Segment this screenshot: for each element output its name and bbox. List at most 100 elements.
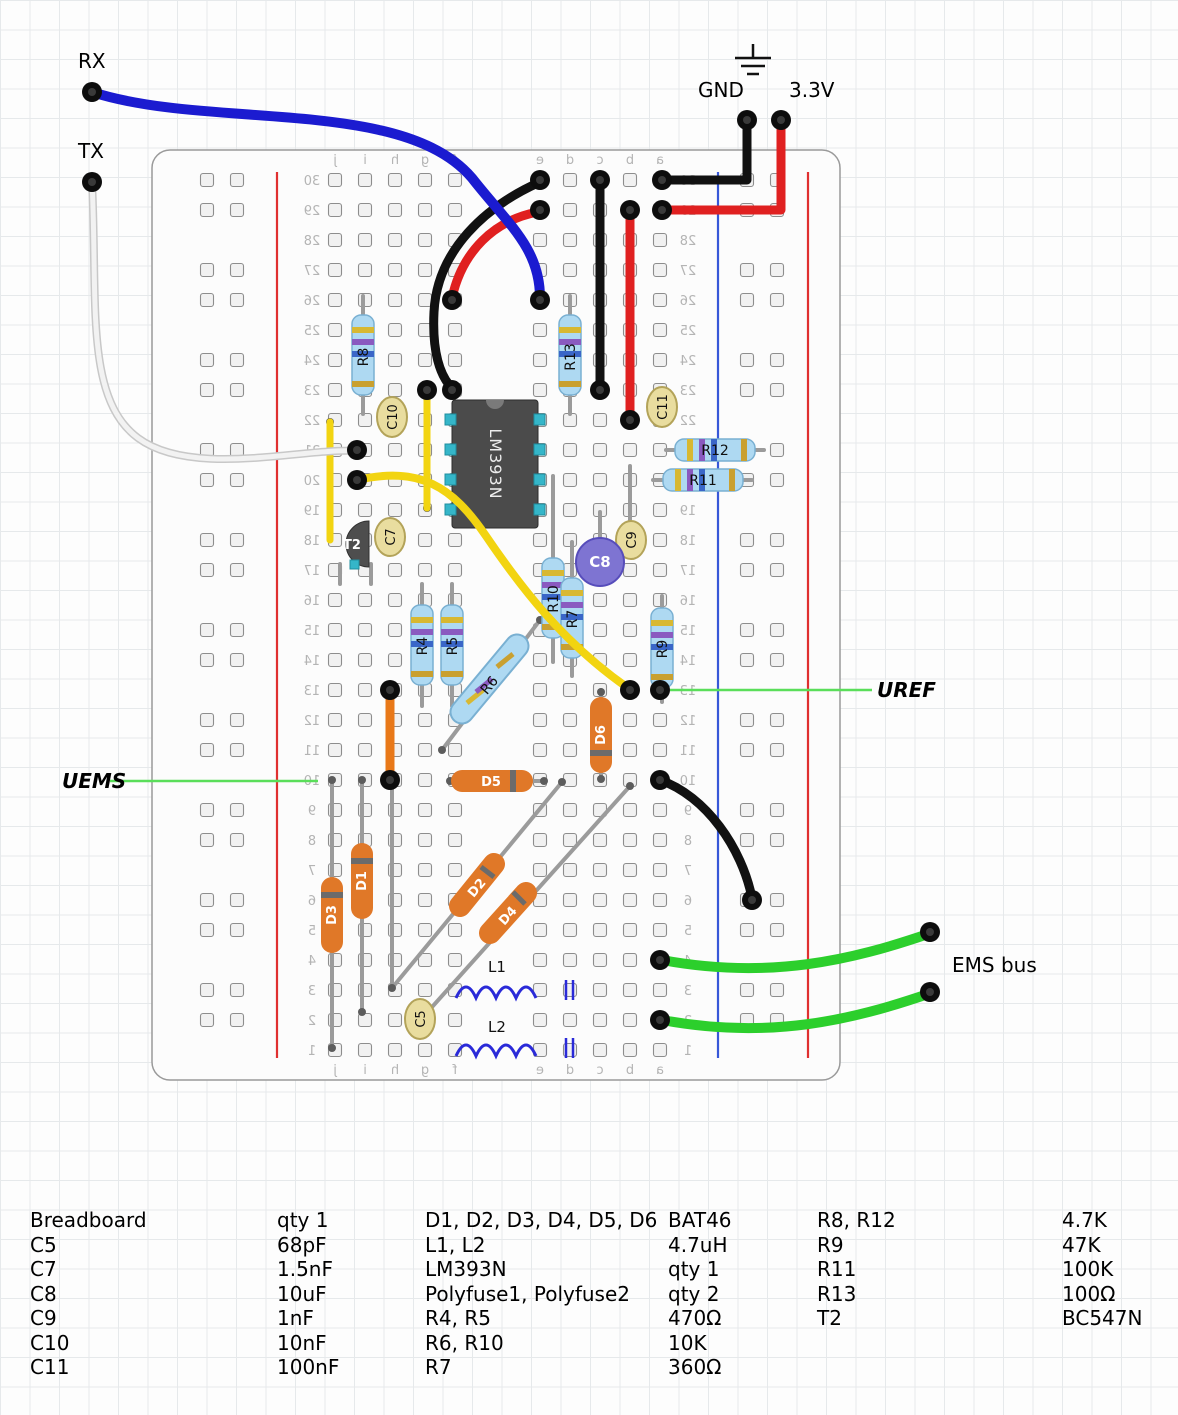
components: T2 LM393N R8 R13 R12 — [321, 314, 756, 1060]
bom-cell: qty 1 — [277, 1208, 329, 1232]
transistor-t2: T2 — [343, 520, 370, 570]
bom-cell: qty 2 — [668, 1281, 720, 1306]
svg-text:D5: D5 — [481, 775, 501, 790]
label-rx: RX — [78, 49, 106, 73]
diode-d5: D5 — [451, 770, 533, 792]
bom-cell: C10 — [30, 1330, 70, 1355]
svg-text:8: 8 — [308, 834, 316, 849]
bom-cell: D1, D2, D3, D4, D5, D6 — [425, 1208, 658, 1232]
svg-text:8: 8 — [684, 834, 692, 849]
capacitor-c8: C8 — [575, 537, 625, 587]
svg-text:2: 2 — [308, 1014, 316, 1029]
svg-text:d: d — [566, 1063, 574, 1078]
svg-text:12: 12 — [304, 714, 321, 729]
green-wire-ems2 — [657, 989, 933, 1034]
svg-text:1: 1 — [684, 1044, 692, 1059]
svg-text:D1: D1 — [355, 871, 370, 891]
resistor-r4: R4 — [410, 604, 434, 686]
svg-text:j: j — [333, 1063, 338, 1078]
bom-cell: 100nF — [277, 1355, 340, 1379]
capacitor-c10: C10 — [376, 396, 408, 438]
svg-text:R4: R4 — [415, 637, 431, 656]
bom-cell: 100Ω — [1062, 1281, 1116, 1306]
svg-text:C10: C10 — [386, 404, 401, 430]
svg-text:22: 22 — [680, 414, 697, 429]
label-uems: UEMS — [62, 769, 126, 793]
svg-text:L1: L1 — [488, 958, 506, 976]
bom-cell — [1062, 1331, 1162, 1356]
bom-cell: BAT46 — [668, 1208, 732, 1232]
svg-text:D6: D6 — [594, 725, 609, 745]
bom-cell — [817, 1331, 1062, 1356]
svg-text:7: 7 — [308, 864, 316, 879]
svg-text:c: c — [596, 153, 603, 168]
diode-d6: D6 — [590, 697, 612, 773]
svg-text:14: 14 — [680, 654, 697, 669]
svg-text:20: 20 — [304, 474, 321, 489]
svg-text:16: 16 — [680, 594, 697, 609]
svg-text:4: 4 — [308, 954, 316, 969]
rx-wire-blue — [87, 87, 545, 303]
label-33v: 3.3V — [789, 78, 835, 102]
capacitor-c11: C11 — [646, 386, 678, 428]
resistor-r13: R13 — [558, 314, 582, 396]
svg-text:a: a — [656, 153, 664, 168]
bom-cell: 10nF — [277, 1330, 327, 1355]
bom-cell: 10uF — [277, 1281, 327, 1306]
bom-cell: R4, R5 — [425, 1306, 491, 1330]
diode-d1: D1 — [351, 843, 373, 919]
svg-text:19: 19 — [304, 504, 321, 519]
svg-text:R11: R11 — [689, 473, 717, 489]
svg-text:R7: R7 — [565, 610, 581, 629]
svg-text:15: 15 — [680, 624, 697, 639]
svg-text:26: 26 — [304, 294, 321, 309]
svg-text:16: 16 — [304, 594, 321, 609]
label-ems-bus: EMS bus — [952, 953, 1037, 977]
bom-cell: C5 — [30, 1232, 57, 1257]
bom-cell: 470Ω — [668, 1306, 722, 1330]
bom-cell: C7 — [30, 1257, 57, 1281]
resistor-r8: R8 — [351, 314, 375, 396]
bom-cell: R11 — [817, 1257, 857, 1281]
tx-wire-white — [89, 179, 358, 462]
capacitor-c7: C7 — [374, 517, 406, 557]
svg-text:C7: C7 — [384, 528, 399, 545]
svg-text:R13: R13 — [563, 343, 579, 371]
svg-text:28: 28 — [304, 234, 321, 249]
svg-text:9: 9 — [308, 804, 316, 819]
bom-cell: 100K — [1062, 1257, 1114, 1281]
green-wire-ems1 — [657, 929, 933, 974]
bom-cell: 10K — [668, 1330, 707, 1355]
bom-cell: Polyfuse1, Polyfuse2 — [425, 1281, 630, 1306]
svg-text:5: 5 — [308, 924, 316, 939]
svg-text:i: i — [363, 153, 367, 168]
bom-cell: Breadboard — [30, 1208, 147, 1232]
svg-text:b: b — [626, 1063, 634, 1078]
svg-text:h: h — [391, 153, 399, 168]
label-uref: UREF — [877, 678, 936, 702]
bom-table: Breadboard qty 1 D1, D2, D3, D4, D5, D6 BAT… — [30, 1208, 1162, 1380]
resistor-r11: R11 — [662, 468, 744, 492]
svg-text:24: 24 — [304, 354, 321, 369]
bom-cell: 4.7K — [1062, 1208, 1107, 1232]
svg-text:C11: C11 — [656, 394, 671, 420]
svg-text:R8: R8 — [356, 348, 372, 367]
svg-text:11: 11 — [680, 744, 697, 759]
bom-cell: 47K — [1062, 1232, 1101, 1257]
transistor-pin — [349, 559, 360, 570]
svg-text:17: 17 — [304, 564, 321, 579]
svg-text:C8: C8 — [589, 553, 610, 571]
svg-text:26: 26 — [680, 294, 697, 309]
svg-text:25: 25 — [680, 324, 697, 339]
svg-text:R9: R9 — [655, 640, 671, 659]
svg-text:9: 9 — [684, 804, 692, 819]
ic-lm393n: LM393N — [444, 399, 546, 529]
svg-text:18: 18 — [304, 534, 321, 549]
svg-text:b: b — [626, 153, 634, 168]
svg-text:25: 25 — [304, 324, 321, 339]
svg-text:27: 27 — [680, 264, 697, 279]
svg-text:24: 24 — [680, 354, 697, 369]
breadboard-diagram: 3030292928282727262625252424232322222121… — [62, 44, 1037, 1081]
svg-text:6: 6 — [308, 894, 316, 909]
